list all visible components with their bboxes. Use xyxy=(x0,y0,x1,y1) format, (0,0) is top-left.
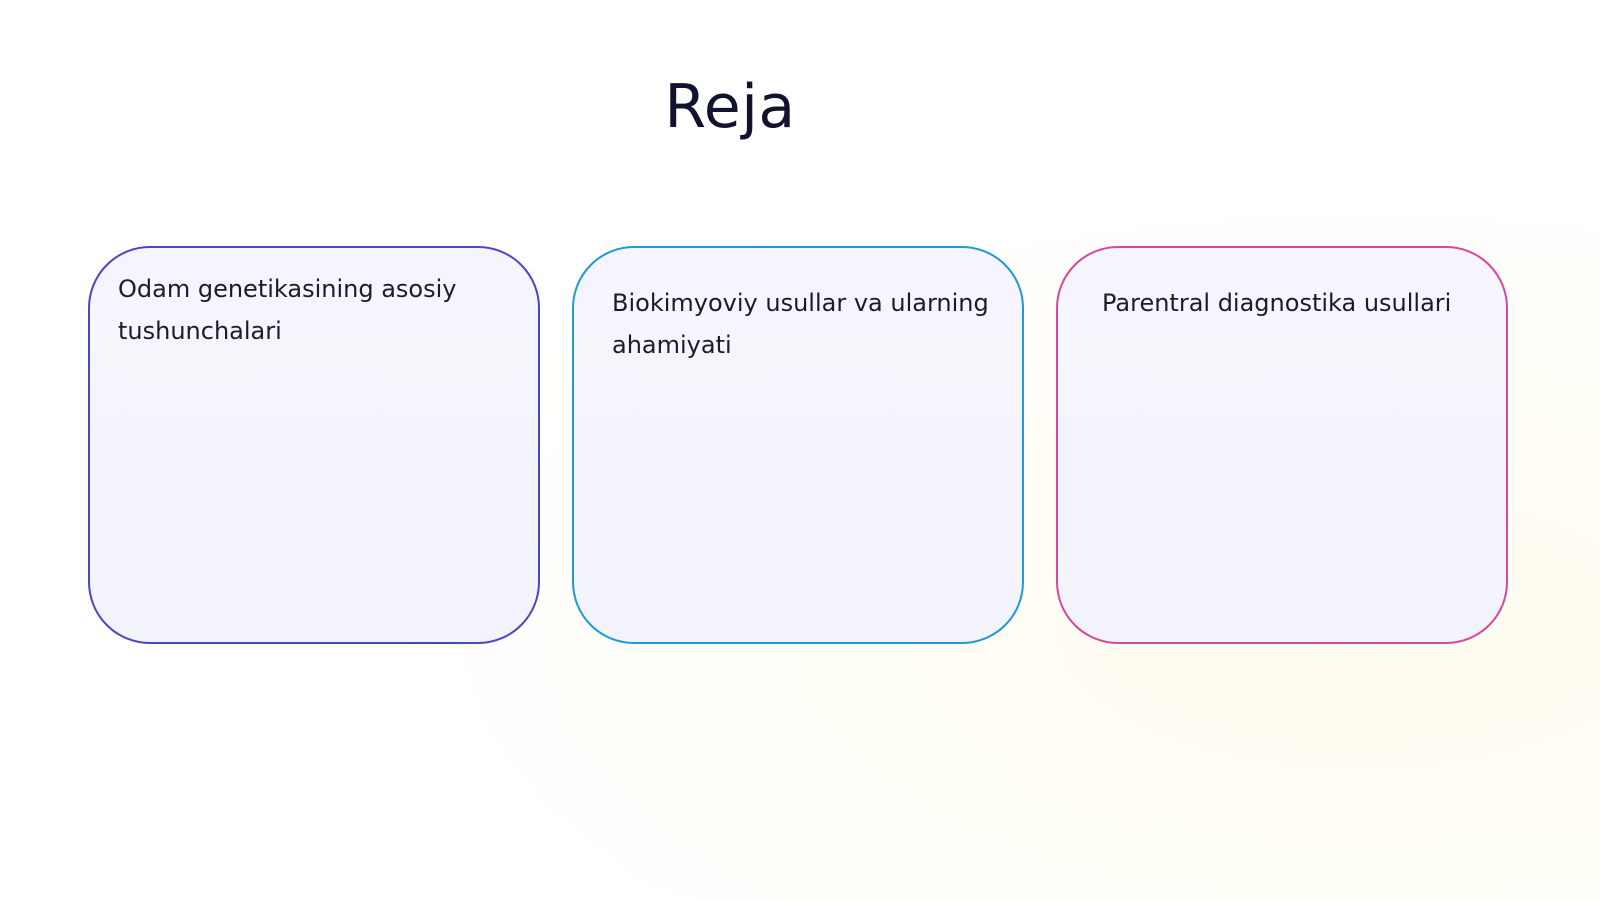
plan-card-1: Odam genetikasining asosiy tushunchalari xyxy=(88,246,540,644)
plan-card-3-text: Parentral diagnostika usullari xyxy=(1102,289,1452,317)
plan-card-1-text: Odam genetikasining asosiy tushunchalari xyxy=(118,275,457,345)
plan-card-2: Biokimyoviy usullar va ularning ahamiyat… xyxy=(572,246,1024,644)
slide-title: Reja xyxy=(664,72,796,142)
plan-card-3: Parentral diagnostika usullari xyxy=(1056,246,1508,644)
plan-card-2-text: Biokimyoviy usullar va ularning ahamiyat… xyxy=(612,289,989,359)
